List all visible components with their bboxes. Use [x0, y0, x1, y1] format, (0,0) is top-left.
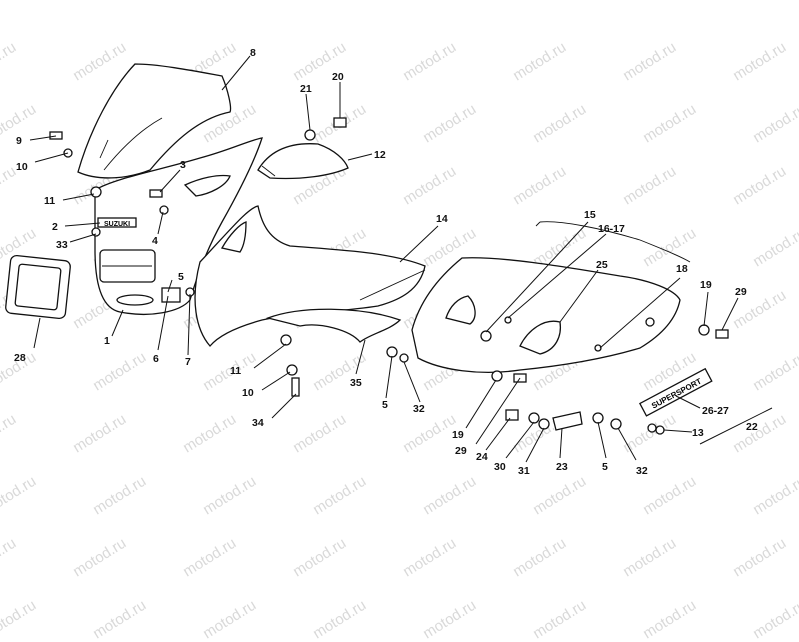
callout-33: 33 — [56, 239, 68, 251]
callout-1: 1 — [104, 335, 110, 347]
watermark-text: motod.ru — [90, 596, 150, 642]
callout-5a: 5 — [178, 271, 184, 283]
callout-4: 4 — [152, 235, 158, 247]
callout-14: 14 — [436, 213, 448, 225]
side-fairing — [194, 205, 426, 348]
callout-5c: 5 — [602, 461, 608, 473]
mirror-cover — [257, 143, 349, 180]
callout-34: 34 — [252, 417, 264, 429]
callout-3: 3 — [180, 159, 186, 171]
callout-19b: 19 — [452, 429, 464, 441]
callout-21: 21 — [300, 83, 312, 95]
callout-23: 23 — [556, 461, 568, 473]
callout-18: 18 — [676, 263, 688, 275]
callout-32b: 32 — [636, 465, 648, 477]
callout-9: 9 — [16, 135, 22, 147]
parts-diagram: motod.ru motod.ru motod.ru motod.ru motod.ru… — [0, 39, 799, 642]
callout-25: 25 — [596, 259, 608, 271]
callout-5b: 5 — [382, 399, 388, 411]
callout-12: 12 — [374, 149, 386, 161]
callout-6: 6 — [153, 353, 159, 365]
callout-20: 20 — [332, 71, 344, 83]
callout-10a: 10 — [16, 161, 28, 173]
callout-19a: 19 — [700, 279, 712, 291]
callout-11a: 11 — [44, 195, 55, 207]
callout-8: 8 — [250, 47, 256, 59]
inner-panel — [265, 308, 402, 343]
upper-fairing — [94, 137, 263, 315]
callout-28: 28 — [14, 352, 26, 364]
fasteners — [49, 117, 729, 435]
callout-31: 31 — [518, 465, 530, 477]
callout-30: 30 — [494, 461, 506, 473]
callout-7: 7 — [185, 356, 191, 368]
callout-24: 24 — [476, 451, 488, 463]
watermark-text: motod.ru — [200, 596, 260, 642]
callout-2: 2 — [52, 221, 58, 233]
callout-10b: 10 — [242, 387, 254, 399]
callout-11b: 11 — [230, 365, 241, 377]
watermark-text: motod.ru — [640, 596, 700, 642]
watermark-text: motod.ru — [310, 596, 370, 642]
fairing-exploded-view: SUZUKI SUPERSPORT — [5, 47, 773, 477]
callout-13: 13 — [692, 427, 704, 439]
callout-16-17: 16-17 — [598, 223, 625, 235]
leader-lines — [29, 55, 773, 463]
callout-29a: 29 — [735, 286, 747, 298]
callout-22: 22 — [746, 421, 758, 433]
fairing-decal-text: SUZUKI — [104, 221, 130, 228]
headlight-gasket — [5, 254, 71, 320]
callout-35: 35 — [350, 377, 362, 389]
watermark-text: motod.ru — [750, 596, 799, 642]
callout-15: 15 — [584, 209, 596, 221]
lower-fairing — [411, 221, 691, 374]
watermark-text: motod.ru — [530, 596, 590, 642]
watermark-text: motod.ru — [0, 596, 40, 642]
watermark-text: motod.ru — [420, 596, 480, 642]
callout-29b: 29 — [455, 445, 467, 457]
callout-26-27: 26-27 — [702, 405, 729, 417]
callout-32a: 32 — [413, 403, 425, 415]
windscreen — [77, 63, 232, 179]
callout-labels: 8 9 10 11 2 33 3 4 5 6 7 1 28 21 20 12 1… — [14, 47, 758, 477]
